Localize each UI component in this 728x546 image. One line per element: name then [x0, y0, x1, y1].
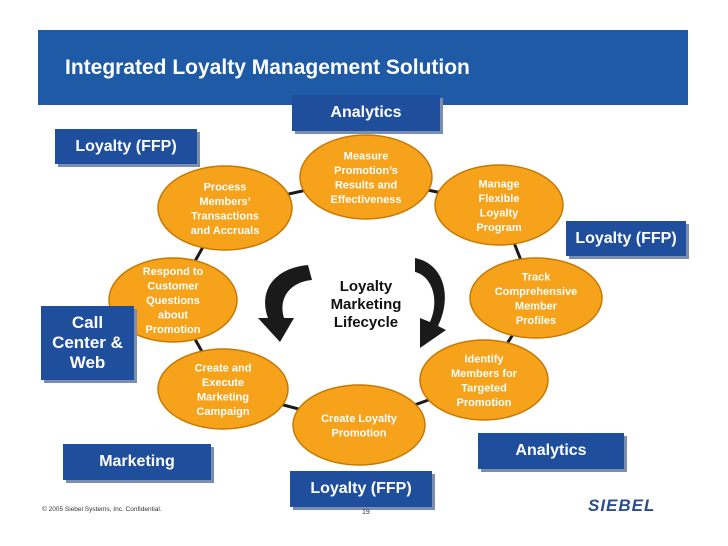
loyalty-top-left-box: Loyalty (FFP) [55, 129, 197, 164]
center-line-3: Lifecycle [334, 314, 398, 331]
node-text-identify-2: Targeted [461, 382, 507, 394]
node-text-process-3: and Accruals [191, 225, 260, 237]
node-text-create-execute-3: Campaign [196, 406, 249, 418]
node-text-manage-0: Manage [479, 178, 520, 190]
node-ellipse-identify [419, 339, 549, 421]
analytics-bottom-box: Analytics [478, 433, 624, 469]
node-text-measure-3: Effectiveness [331, 194, 402, 206]
node-text-track-2: Member [515, 300, 558, 312]
node-text-respond-2: Questions [146, 295, 200, 307]
node-text-create-loyalty-1: Promotion [332, 427, 387, 439]
cycle-arrows [258, 258, 446, 348]
node-text-measure-1: Promotion’s [334, 165, 398, 177]
loyalty-top-left-label: Loyalty (FFP) [75, 137, 177, 155]
node-text-respond-3: about [158, 310, 188, 322]
node-text-respond-4: Promotion [146, 324, 201, 336]
node-ellipse-respond [108, 257, 238, 343]
node-ellipse-create-execute [157, 348, 289, 430]
node-text-identify-0: Identify [464, 353, 504, 365]
analytics-top-label: Analytics [330, 104, 402, 121]
analytics-bottom-label: Analytics [515, 442, 587, 459]
slide-title: Integrated Loyalty Management Solution [65, 56, 470, 79]
title-banner: Integrated Loyalty Management Solution [38, 30, 688, 105]
node-text-process-1: Members’ [199, 196, 250, 208]
node-ellipse-manage [434, 164, 564, 246]
node-text-process-2: Transactions [191, 210, 259, 222]
node-text-measure-2: Results and [335, 179, 397, 191]
right-curved-arrow [415, 258, 446, 348]
node-text-track-3: Profiles [516, 315, 556, 327]
node-text-identify-3: Promotion [457, 397, 512, 409]
loyalty-bottom-box: Loyalty (FFP) [290, 471, 432, 507]
node-text-process-0: Process [204, 181, 247, 193]
page-number: 19 [362, 509, 370, 516]
node-text-manage-1: Flexible [479, 193, 520, 205]
node-text-manage-2: Loyalty [480, 207, 519, 219]
call-center-box: Call Center & Web [41, 306, 134, 380]
node-text-respond-0: Respond to [143, 266, 204, 278]
node-ellipse-create-loyalty [292, 384, 426, 466]
node-text-respond-1: Customer [147, 281, 199, 293]
node-ellipse-measure [299, 134, 433, 220]
center-label: Loyalty Marketing Lifecycle [331, 278, 402, 331]
copyright-notice: © 2005 Siebel Systems, Inc. Confidential… [42, 506, 162, 513]
node-text-create-execute-1: Execute [202, 377, 244, 389]
node-text-track-0: Track [522, 271, 552, 283]
node-text-manage-3: Program [476, 222, 521, 234]
marketing-label: Marketing [99, 453, 175, 470]
node-text-identify-1: Members for [451, 368, 518, 380]
node-text-track-1: Comprehensive [495, 286, 578, 298]
call-center-line-1: Call [71, 313, 104, 332]
loyalty-right-box: Loyalty (FFP) [566, 221, 686, 256]
analytics-top-box: Analytics [292, 95, 440, 131]
node-ellipse-track [469, 257, 603, 339]
call-center-line-3: Web [69, 353, 106, 372]
node-text-create-execute-0: Create and [195, 362, 252, 374]
center-line-1: Loyalty [340, 278, 393, 295]
node-text-create-loyalty-0: Create Loyalty [321, 413, 398, 425]
siebel-logo: SIEBEL [588, 496, 656, 515]
left-curved-arrow [258, 265, 312, 342]
node-text-measure-0: Measure [344, 150, 389, 162]
marketing-box: Marketing [63, 444, 211, 480]
node-ellipse-process [157, 165, 293, 251]
call-center-line-2: Center & [52, 333, 123, 352]
loyalty-bottom-label: Loyalty (FFP) [310, 480, 412, 497]
node-text-create-execute-2: Marketing [197, 391, 249, 403]
loyalty-right-label: Loyalty (FFP) [575, 229, 677, 247]
center-line-2: Marketing [331, 296, 402, 313]
